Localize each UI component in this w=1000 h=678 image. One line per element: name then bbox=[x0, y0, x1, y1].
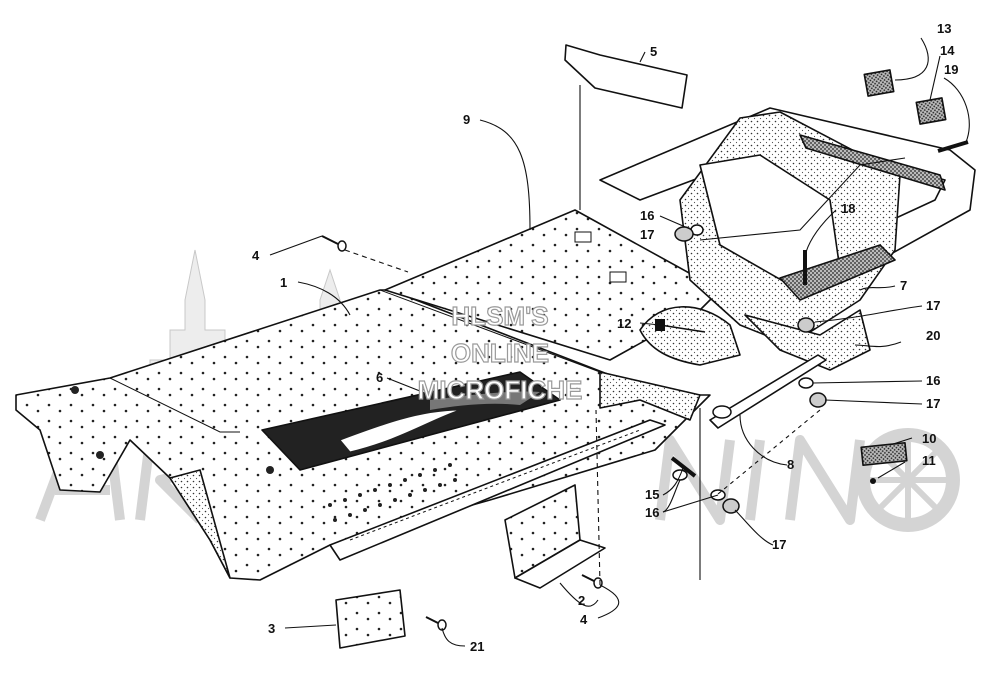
bolt-part-19 bbox=[937, 140, 969, 153]
callout-9: 9 bbox=[463, 112, 470, 127]
reflector-part-13 bbox=[863, 69, 895, 97]
watermark-line-2: ONLINE bbox=[451, 338, 549, 368]
callout-13: 13 bbox=[937, 21, 951, 36]
screw-part-11 bbox=[870, 478, 876, 484]
callout-1: 1 bbox=[280, 275, 287, 290]
bolt-part-15 bbox=[670, 456, 697, 478]
bracket-part-2 bbox=[504, 484, 606, 589]
callout-17-mid: 17 bbox=[926, 298, 940, 313]
callout-4-upper: 4 bbox=[252, 248, 260, 263]
plate-part-3 bbox=[335, 589, 406, 649]
callout-17-right: 17 bbox=[926, 396, 940, 411]
callout-21: 21 bbox=[470, 639, 484, 654]
callout-6: 6 bbox=[376, 370, 383, 385]
callout-17-lower: 17 bbox=[772, 537, 786, 552]
callout-12: 12 bbox=[617, 316, 631, 331]
callout-2: 2 bbox=[578, 593, 585, 608]
callout-15: 15 bbox=[645, 487, 659, 502]
plate-part-5 bbox=[564, 44, 688, 109]
callout-labels: 1 2 3 4 4 5 6 7 8 9 10 11 12 13 14 15 16… bbox=[252, 21, 958, 654]
nut-part-17-upper bbox=[674, 226, 694, 242]
nut-part-17-mid bbox=[797, 317, 815, 333]
callout-10: 10 bbox=[922, 431, 936, 446]
callout-17-upper: 17 bbox=[640, 227, 654, 242]
rivet-part-4-lower bbox=[581, 574, 603, 589]
inner-plate-part-12 bbox=[639, 306, 741, 366]
watermark-logo-ring bbox=[856, 428, 960, 532]
washer-part-16-right bbox=[798, 377, 814, 389]
callout-16-upper: 16 bbox=[640, 208, 654, 223]
watermark-line-1: HLSM'S bbox=[451, 301, 548, 331]
callout-20: 20 bbox=[926, 328, 940, 343]
callout-16-right: 16 bbox=[926, 373, 940, 388]
callout-7: 7 bbox=[900, 278, 907, 293]
rod-part-8 bbox=[709, 354, 827, 429]
bracket-part-10 bbox=[860, 441, 908, 467]
watermark-text: HLSM'S ONLINE MICROFICHE bbox=[417, 300, 583, 405]
callout-8: 8 bbox=[787, 457, 794, 472]
rivet-part-4-upper bbox=[321, 235, 347, 252]
leader-lines bbox=[269, 37, 970, 647]
callout-18: 18 bbox=[841, 201, 855, 216]
nut-part-17-right bbox=[809, 392, 827, 408]
callout-14: 14 bbox=[940, 43, 955, 58]
callout-5: 5 bbox=[650, 44, 657, 59]
reflector-part-14 bbox=[915, 97, 947, 125]
deck-panel-part-9 bbox=[384, 209, 721, 361]
callout-4-lower: 4 bbox=[580, 612, 588, 627]
watermark-line-3: MICROFICHE bbox=[418, 375, 583, 405]
callout-16-lower: 16 bbox=[645, 505, 659, 520]
decal-part-6 bbox=[261, 371, 561, 471]
callout-11: 11 bbox=[922, 453, 936, 468]
callout-3: 3 bbox=[268, 621, 275, 636]
tunnel-hole-array bbox=[71, 386, 457, 522]
rivet-part-21 bbox=[425, 616, 447, 631]
callout-19: 19 bbox=[944, 62, 958, 77]
nut-part-17-lower bbox=[722, 498, 740, 514]
